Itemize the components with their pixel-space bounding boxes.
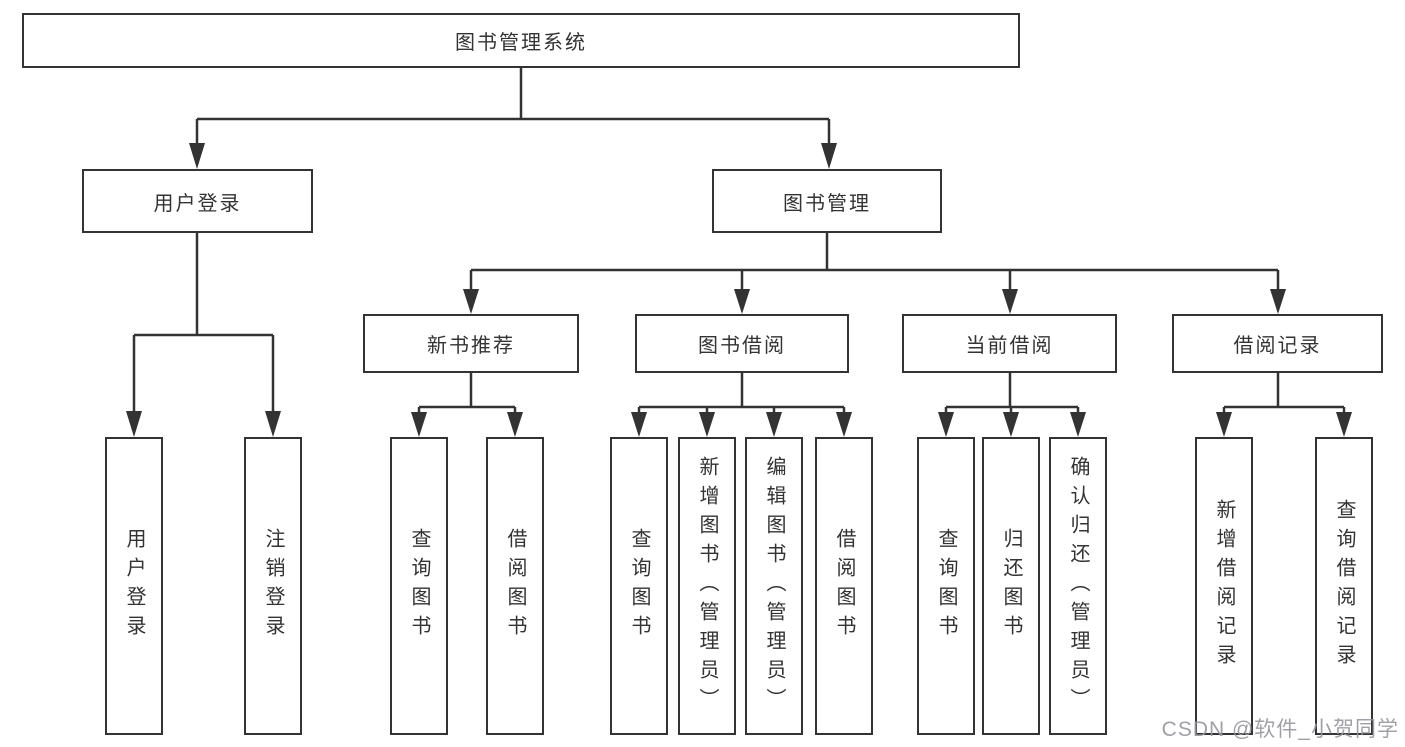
node-label: 图书借阅 — [698, 335, 786, 357]
leaf-add-book-admin: 新增图书（管理员） — [678, 437, 736, 735]
node-label: 查询图书 — [408, 528, 430, 644]
node-label: 借阅记录 — [1233, 335, 1322, 357]
node-label: 新增图书（管理员） — [696, 455, 718, 717]
node-label: 新增借阅记录 — [1213, 499, 1235, 673]
node-book-management: 图书管理 — [712, 169, 942, 233]
node-new-book-recommend: 新书推荐 — [363, 314, 579, 373]
leaf-confirm-return-admin: 确认归还（管理员） — [1049, 437, 1107, 735]
leaf-query-borrow-record: 查询借阅记录 — [1315, 437, 1373, 735]
node-label: 归还图书 — [1000, 528, 1022, 644]
node-label: 用户登录 — [153, 192, 242, 215]
node-label: 图书管理系统 — [455, 32, 587, 54]
leaf-user-login: 用户登录 — [105, 437, 163, 735]
node-label: 查询图书 — [628, 528, 650, 644]
node-label: 查询借阅记录 — [1333, 499, 1355, 673]
leaf-logout: 注销登录 — [244, 437, 302, 735]
leaf-query-books-1: 查询图书 — [390, 437, 448, 735]
csdn-watermark: CSDN @软件_小贺同学 — [1161, 718, 1399, 741]
leaf-query-books-3: 查询图书 — [917, 437, 975, 735]
node-label: 查询图书 — [935, 528, 957, 644]
leaf-return-books: 归还图书 — [982, 437, 1040, 735]
node-current-borrowing: 当前借阅 — [902, 314, 1117, 373]
node-label: 图书管理 — [783, 192, 871, 215]
node-library-management-system: 图书管理系统 — [22, 13, 1020, 68]
leaf-edit-book-admin: 编辑图书（管理员） — [745, 437, 803, 735]
node-label: 借阅图书 — [833, 528, 855, 644]
node-label: 借阅图书 — [504, 528, 526, 644]
arrowheads — [126, 143, 1352, 437]
node-borrowing-records: 借阅记录 — [1172, 314, 1383, 373]
node-label: 新书推荐 — [427, 335, 515, 357]
leaf-borrow-books-2: 借阅图书 — [815, 437, 873, 735]
node-label: 当前借阅 — [965, 335, 1054, 357]
leaf-query-books-2: 查询图书 — [610, 437, 668, 735]
leaf-add-borrow-record: 新增借阅记录 — [1195, 437, 1253, 735]
node-user-login: 用户登录 — [82, 169, 313, 233]
node-label: 注销登录 — [262, 528, 284, 644]
node-label: 编辑图书（管理员） — [763, 455, 785, 717]
node-label: 用户登录 — [123, 528, 145, 644]
node-label: 确认归还（管理员） — [1067, 455, 1089, 717]
leaf-borrow-books-1: 借阅图书 — [486, 437, 544, 735]
node-book-borrowing: 图书借阅 — [635, 314, 849, 373]
